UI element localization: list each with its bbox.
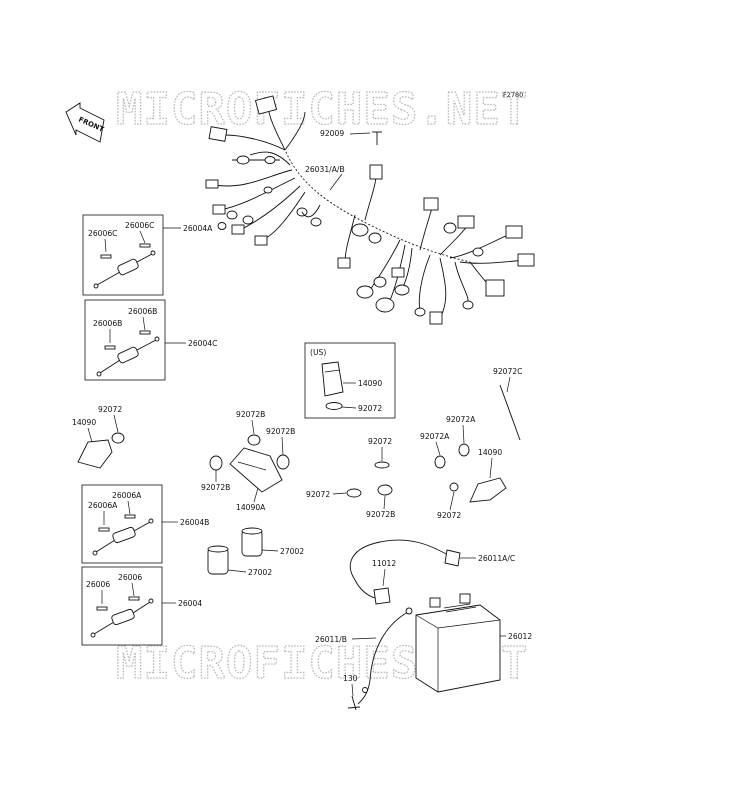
- cable-26011-B: [357, 607, 413, 705]
- label-92072B-center: 92072B: [366, 510, 395, 519]
- label-26006A-left: 26006A: [88, 501, 118, 510]
- bolt-130: [347, 695, 361, 711]
- label-26004C: 26004C: [188, 339, 217, 348]
- label-26011A-C: 26011A/C: [478, 554, 515, 563]
- label-14090A: 14090A: [236, 503, 266, 512]
- label-26006B-right: 26006B: [128, 307, 157, 316]
- assembly-26004: 26006 26006: [81, 566, 163, 646]
- label-92072C: 92072C: [493, 367, 522, 376]
- us-variant-box: (US) 14090 92072: [304, 342, 396, 419]
- label-26006B-left: 26006B: [93, 319, 122, 328]
- label-11012: 11012: [372, 559, 396, 568]
- assembly-26004A: 26006C 26006C: [82, 214, 164, 296]
- label-26004B: 26004B: [180, 518, 209, 527]
- label-92072-center-left: 92072: [306, 490, 330, 499]
- main-wiring-harness: [205, 95, 535, 325]
- cover-14090A: [209, 434, 290, 493]
- screw-92009: [372, 131, 382, 145]
- label-26006C-right: 26006C: [125, 221, 154, 230]
- label-26006C-left: 26006C: [88, 229, 117, 238]
- label-92072B-top: 92072B: [236, 410, 265, 419]
- label-26012: 26012: [508, 632, 532, 641]
- assembly-26004B: 26006A 26006A: [81, 484, 163, 564]
- label-92072B-right: 92072B: [266, 427, 295, 436]
- label-92009: 92009: [320, 129, 344, 138]
- label-26004: 26004: [178, 599, 202, 608]
- watermark-top: MICROFICHES.NET: [116, 84, 528, 135]
- label-26006-right: 26006: [118, 573, 142, 582]
- front-arrow-icon: FRONT: [65, 102, 105, 143]
- us-label: (US): [310, 348, 326, 357]
- label-26006A-right: 26006A: [112, 491, 142, 500]
- cover-14090-right: [434, 443, 507, 503]
- assembly-26004C: 26006B 26006B: [84, 299, 166, 381]
- caps-27002: [207, 527, 263, 575]
- label-14090-us: 14090: [358, 379, 382, 388]
- cover-14090-left: [77, 432, 125, 469]
- label-92072-left: 92072: [98, 405, 122, 414]
- figure-code: F2780: [503, 91, 523, 99]
- label-26004A: 26004A: [183, 224, 213, 233]
- label-26031-a-b: 26031/A/B: [305, 165, 345, 174]
- label-14090-right: 14090: [478, 448, 502, 457]
- label-26006-left: 26006: [86, 580, 110, 589]
- label-92072A-top: 92072A: [446, 415, 476, 424]
- cable-26011A-C: [349, 539, 461, 605]
- label-92072-right: 92072: [437, 511, 461, 520]
- label-92072B-left: 92072B: [201, 483, 230, 492]
- label-14090-left: 14090: [72, 418, 96, 427]
- label-27002-top: 27002: [280, 547, 304, 556]
- label-92072A-left: 92072A: [420, 432, 450, 441]
- label-92072-us: 92072: [358, 404, 382, 413]
- clamps-center: [346, 461, 393, 498]
- label-26011-B: 26011/B: [315, 635, 347, 644]
- label-27002-bottom: 27002: [248, 568, 272, 577]
- battery-26012: [415, 593, 501, 693]
- label-92072-center-top: 92072: [368, 437, 392, 446]
- label-130: 130: [343, 674, 358, 683]
